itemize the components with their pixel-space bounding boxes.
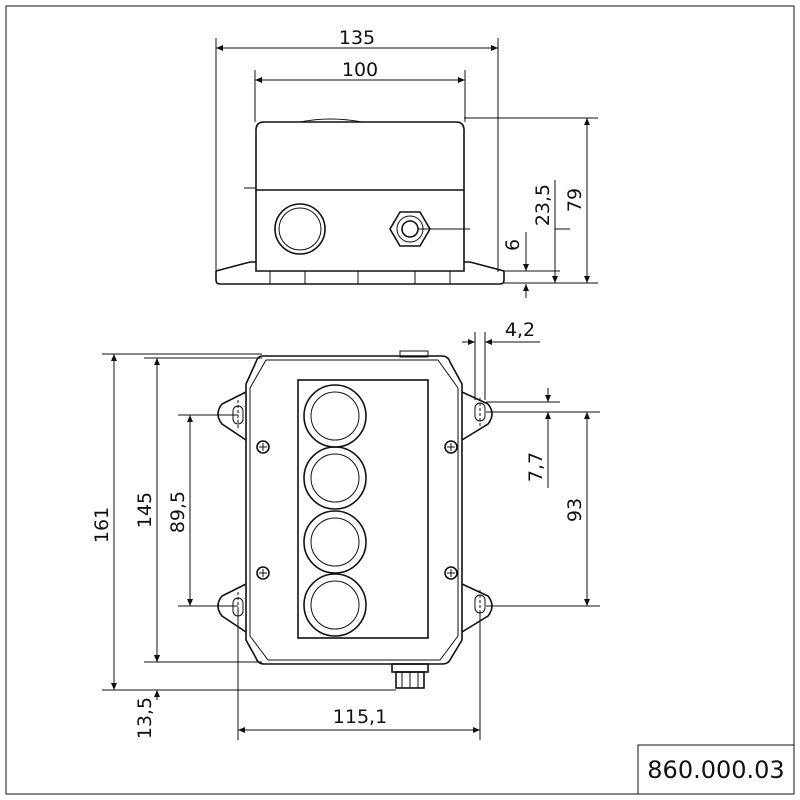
screw-top-right — [444, 440, 458, 454]
dim-bottom-offset: 13,5 — [134, 697, 156, 739]
dim-gland-height: 23,5 — [532, 184, 554, 226]
top-view-dimensions: 161 145 89,5 13,5 115,1 4,2 7,7 — [91, 319, 600, 740]
drawing-frame — [5, 5, 795, 795]
side-view-dimensions: 135 100 79 23,5 6 — [215, 27, 598, 298]
dim-mount-spacing: 89,5 — [167, 491, 189, 533]
dim-body-length: 145 — [134, 492, 156, 528]
screw-bottom-left — [256, 566, 270, 580]
dim-overall-height: 79 — [564, 188, 586, 212]
dim-overall-length: 161 — [91, 507, 113, 543]
dim-body-width: 100 — [342, 59, 378, 81]
cable-gland-bottom — [391, 663, 429, 689]
side-view — [215, 118, 505, 285]
screw-bottom-right — [444, 566, 458, 580]
button-3 — [303, 510, 367, 574]
title-block: 860.000.03 — [637, 744, 795, 795]
dim-hole-width: 4,2 — [505, 319, 535, 341]
dim-overall-width: 135 — [339, 27, 375, 49]
button-4 — [303, 573, 367, 637]
button-1 — [303, 384, 367, 448]
dim-hole-spacing-vertical: 93 — [564, 498, 586, 522]
drawing-number: 860.000.03 — [647, 756, 784, 784]
dim-mount-spacing-horizontal: 115,1 — [333, 706, 387, 728]
screw-top-left — [256, 440, 270, 454]
dim-hole-offset: 7,7 — [525, 452, 547, 482]
top-view — [217, 350, 493, 689]
dim-foot-height: 6 — [502, 239, 524, 251]
button-2 — [303, 446, 367, 510]
